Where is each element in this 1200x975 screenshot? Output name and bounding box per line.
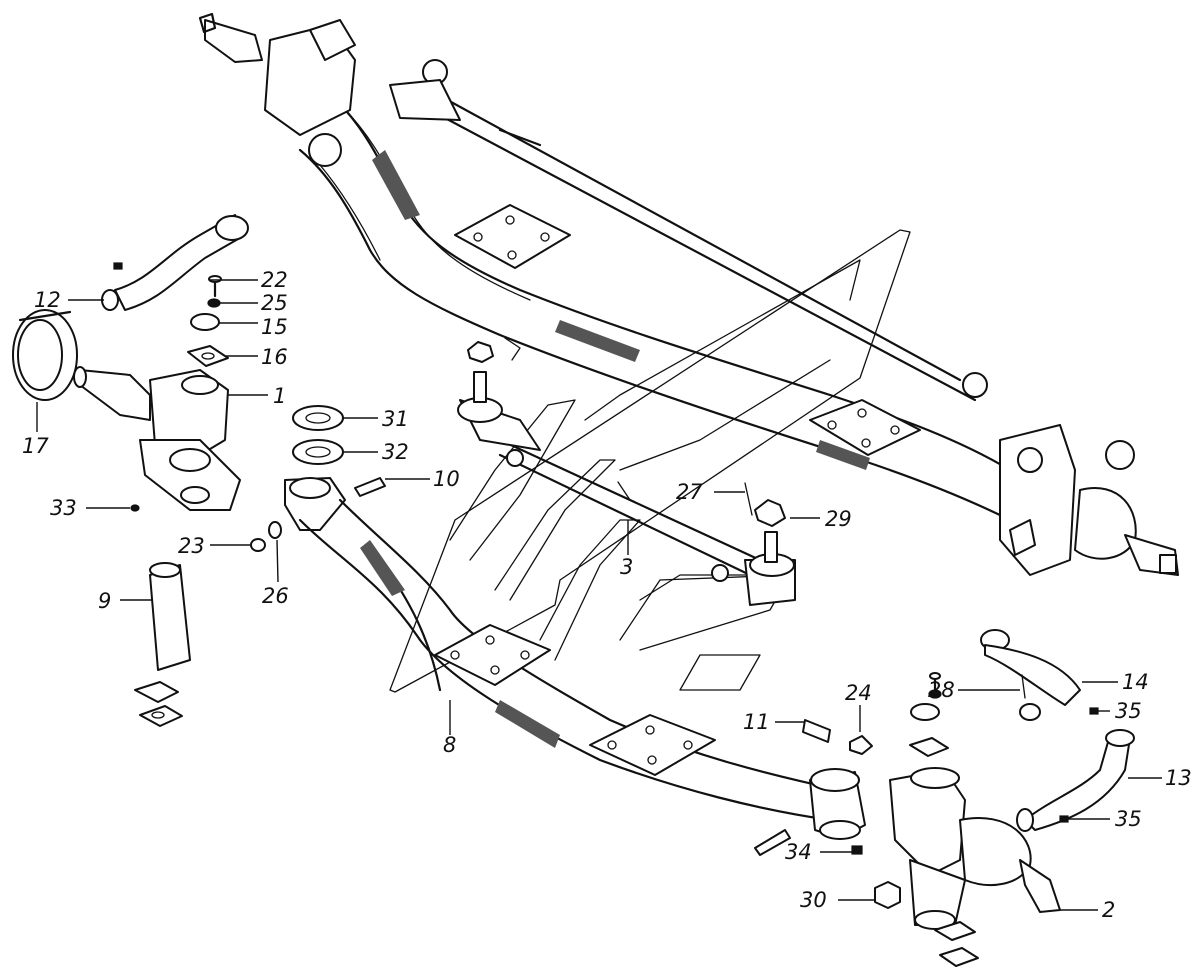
part-17-bearing-ring [12, 309, 78, 401]
callout-9: 9 [98, 589, 111, 613]
callout-24: 24 [845, 681, 872, 705]
callout-25: 25 [261, 291, 288, 315]
callout-30: 30 [800, 888, 827, 912]
knuckle-2-washers [934, 921, 979, 967]
part-2-steering-knuckle [889, 767, 1061, 930]
callout-12: 12 [34, 288, 61, 312]
part-10-pin [354, 477, 386, 497]
callout-26: 26 [262, 584, 289, 608]
callout-31: 31 [382, 407, 409, 431]
assembled-axle-beam [198, 12, 1179, 576]
callout-8: 8 [443, 733, 456, 757]
callout-1: 1 [273, 384, 286, 408]
part-1-steering-knuckle [73, 366, 241, 511]
part-12-steering-arm [101, 214, 249, 311]
callout-15: 15 [261, 315, 288, 339]
callout-3: 3 [620, 555, 633, 579]
part-14-steering-arm [980, 629, 1081, 721]
parts-28-bolt-washer-cap [909, 672, 949, 757]
callout-labels: 22 12 25 15 16 1 17 31 32 10 33 27 29 23… [22, 268, 1192, 922]
parts-22-25-15-16-bolt-washer-cap [187, 275, 229, 367]
parts-31-32-washers [292, 405, 344, 465]
callout-35-upper: 35 [1115, 699, 1142, 723]
parts-11-24-bolt-nut [802, 719, 873, 755]
part-8-front-axle-beam [284, 477, 866, 856]
callout-29: 29 [825, 507, 852, 531]
part-33-plug [130, 504, 140, 512]
leader-lines [36, 279, 1162, 911]
callout-14: 14 [1122, 670, 1149, 694]
callout-10: 10 [433, 467, 460, 491]
part-34-plug [851, 845, 863, 855]
callout-27: 27 [676, 480, 703, 504]
callout-32: 32 [382, 440, 409, 464]
part-3-tie-rod [457, 337, 796, 606]
callout-28: 28 [928, 678, 955, 702]
callout-13: 13 [1165, 766, 1192, 790]
parts-23-26-nut-washer [250, 521, 282, 552]
part-9-king-pin [134, 562, 191, 727]
callout-35-lower: 35 [1115, 807, 1142, 831]
callout-17: 17 [22, 434, 49, 458]
callout-23: 23 [178, 534, 205, 558]
watermark-logo [389, 229, 911, 693]
part-30-nut [874, 881, 901, 909]
callout-11: 11 [743, 710, 770, 734]
callout-2: 2 [1102, 898, 1115, 922]
callout-22: 22 [261, 268, 288, 292]
callout-34: 34 [785, 840, 812, 864]
callout-16: 16 [261, 345, 288, 369]
callout-33: 33 [50, 496, 77, 520]
